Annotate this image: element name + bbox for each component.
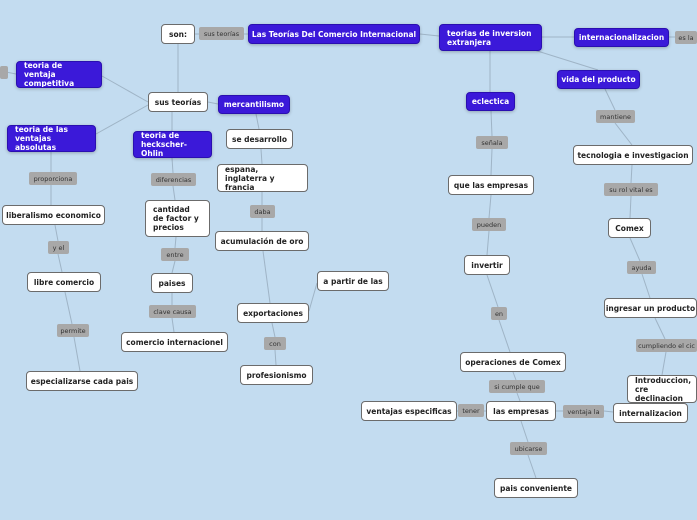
espana-inglaterra-francia-node[interactable]: espana, inglaterra y francia: [217, 164, 308, 192]
operaciones-comex-node[interactable]: operaciones de Comex: [460, 352, 566, 372]
edge-line: [171, 157, 174, 174]
inversion-extranjera-node[interactable]: teorias de inversion extranjera: [439, 24, 542, 51]
acumulacion-oro-node[interactable]: acumulación de oro: [215, 231, 309, 251]
edge-line: [64, 291, 73, 325]
edge-line: [486, 230, 490, 256]
edge-line: [520, 420, 529, 443]
edge-line: [603, 410, 614, 413]
internalizacion-node[interactable]: internalizacion: [613, 403, 688, 423]
connector-ayuda[interactable]: ayuda: [627, 261, 656, 274]
connector-mantiene[interactable]: mantiene: [596, 110, 635, 123]
connector-pueden[interactable]: pueden: [472, 218, 506, 231]
connector-proporciona[interactable]: proporciona: [29, 172, 77, 185]
edge-line: [101, 75, 149, 103]
edge-line: [641, 273, 651, 299]
edge-line: [174, 236, 177, 249]
introduccion-declinacion-node[interactable]: Introduccion, cre declinacion: [627, 375, 697, 403]
edge-line: [95, 104, 149, 135]
cantidad-factor-precios-node[interactable]: cantidad de factor y precios: [145, 200, 210, 237]
edge-line: [57, 253, 63, 273]
libre-comercio-node[interactable]: libre comercio: [27, 272, 101, 292]
mercantilismo-node[interactable]: mercantilismo: [218, 95, 290, 114]
edge-line: [498, 319, 511, 353]
edge-line: [255, 113, 260, 130]
edge-line: [512, 371, 517, 381]
connector-entre[interactable]: entre: [161, 248, 189, 261]
comex-node[interactable]: Comex: [608, 218, 651, 238]
connector-daba[interactable]: daba: [250, 205, 275, 218]
edge-line: [271, 322, 276, 338]
connector-sus-teorias[interactable]: sus teorías: [199, 27, 244, 40]
connector-si-cumple-que[interactable]: si cumple que: [489, 380, 545, 393]
liberalismo-economico-node[interactable]: liberalismo economico: [2, 205, 105, 225]
edge-line: [171, 317, 175, 333]
edge-line: [308, 282, 318, 312]
exportaciones-node[interactable]: exportaciones: [237, 303, 309, 323]
connector-edge-stub: [0, 66, 8, 79]
heckscher-ohlin-node[interactable]: teoria de heckscher-Ohlin: [133, 131, 212, 158]
edge-line: [490, 110, 493, 137]
edge-line: [614, 122, 633, 146]
las-empresas-node[interactable]: las empresas: [486, 401, 556, 421]
edge-line: [172, 185, 176, 201]
eclectica-node[interactable]: eclectica: [466, 92, 515, 111]
sus-teorias-node[interactable]: sus teorías: [148, 92, 208, 112]
connector-en[interactable]: en: [491, 307, 507, 320]
connector-permite[interactable]: permite: [57, 324, 89, 337]
edge-line: [490, 148, 493, 176]
son-node[interactable]: son:: [161, 24, 195, 44]
connector-senala[interactable]: señala: [476, 136, 508, 149]
edge-line: [274, 349, 277, 366]
connector-clave-causa[interactable]: clave causa: [149, 305, 196, 318]
ventajas-absolutas-node[interactable]: teoria de las ventajas absolutas: [7, 125, 96, 152]
a-partir-de-las-node[interactable]: a partir de las: [317, 271, 389, 291]
connector-ventaja-la[interactable]: ventaja la: [563, 405, 604, 418]
edge-line: [630, 164, 633, 184]
root-topic[interactable]: Las Teorías Del Comercio Internacional: [248, 24, 420, 44]
pais-conveniente-node[interactable]: pais conveniente: [494, 478, 578, 498]
connector-es-la[interactable]: es la: [675, 31, 697, 44]
edge-line: [419, 33, 440, 37]
edge-line: [604, 88, 616, 111]
edge-line: [661, 351, 667, 376]
proteccionismo-node[interactable]: profesionismo: [240, 365, 313, 385]
edge-line: [654, 317, 666, 340]
ventajas-especificas-node[interactable]: ventajas especificas: [361, 401, 457, 421]
connector-y-el[interactable]: y el: [48, 241, 69, 254]
edge-line: [73, 336, 81, 372]
comercio-internacional-node[interactable]: comercio internacionel: [121, 332, 228, 352]
edge-line: [527, 454, 537, 479]
ventaja-competitiva-node[interactable]: teoria de ventaja competitiva: [16, 61, 102, 88]
tecnologia-investigacion-node[interactable]: tecnologia e investigacion: [573, 145, 693, 165]
edge-line: [516, 392, 521, 402]
edge-line: [207, 101, 219, 105]
edge-line: [54, 224, 59, 242]
especializarse-node[interactable]: especializarse cada pais: [26, 371, 138, 391]
vida-del-producto-node[interactable]: vida del producto: [557, 70, 640, 89]
connector-cumpliendo-ciclo[interactable]: cumpliendo el cic: [636, 339, 697, 352]
ingresar-producto-node[interactable]: ingresar un producto: [604, 298, 697, 318]
edge-line: [260, 148, 263, 165]
connector-tener[interactable]: tener: [458, 404, 484, 417]
edge-line: [171, 260, 176, 274]
que-las-empresas-node[interactable]: que las empresas: [448, 175, 534, 195]
edge-line: [486, 274, 499, 308]
edge-line: [488, 194, 492, 219]
internacionalizacion-node[interactable]: internacionalizacion: [574, 28, 669, 47]
invertir-node[interactable]: invertir: [464, 255, 510, 275]
paises-node[interactable]: paises: [151, 273, 193, 293]
connector-ubicarse[interactable]: ubicarse: [510, 442, 547, 455]
se-desarrollo-node[interactable]: se desarrollo: [226, 129, 293, 149]
connector-diferencias[interactable]: diferencias: [151, 173, 196, 186]
connector-con[interactable]: con: [264, 337, 286, 350]
edge-line: [629, 195, 632, 219]
edge-line: [262, 250, 271, 304]
connector-su-rol-vital[interactable]: su rol vital es: [604, 183, 658, 196]
edge-line: [629, 237, 641, 262]
